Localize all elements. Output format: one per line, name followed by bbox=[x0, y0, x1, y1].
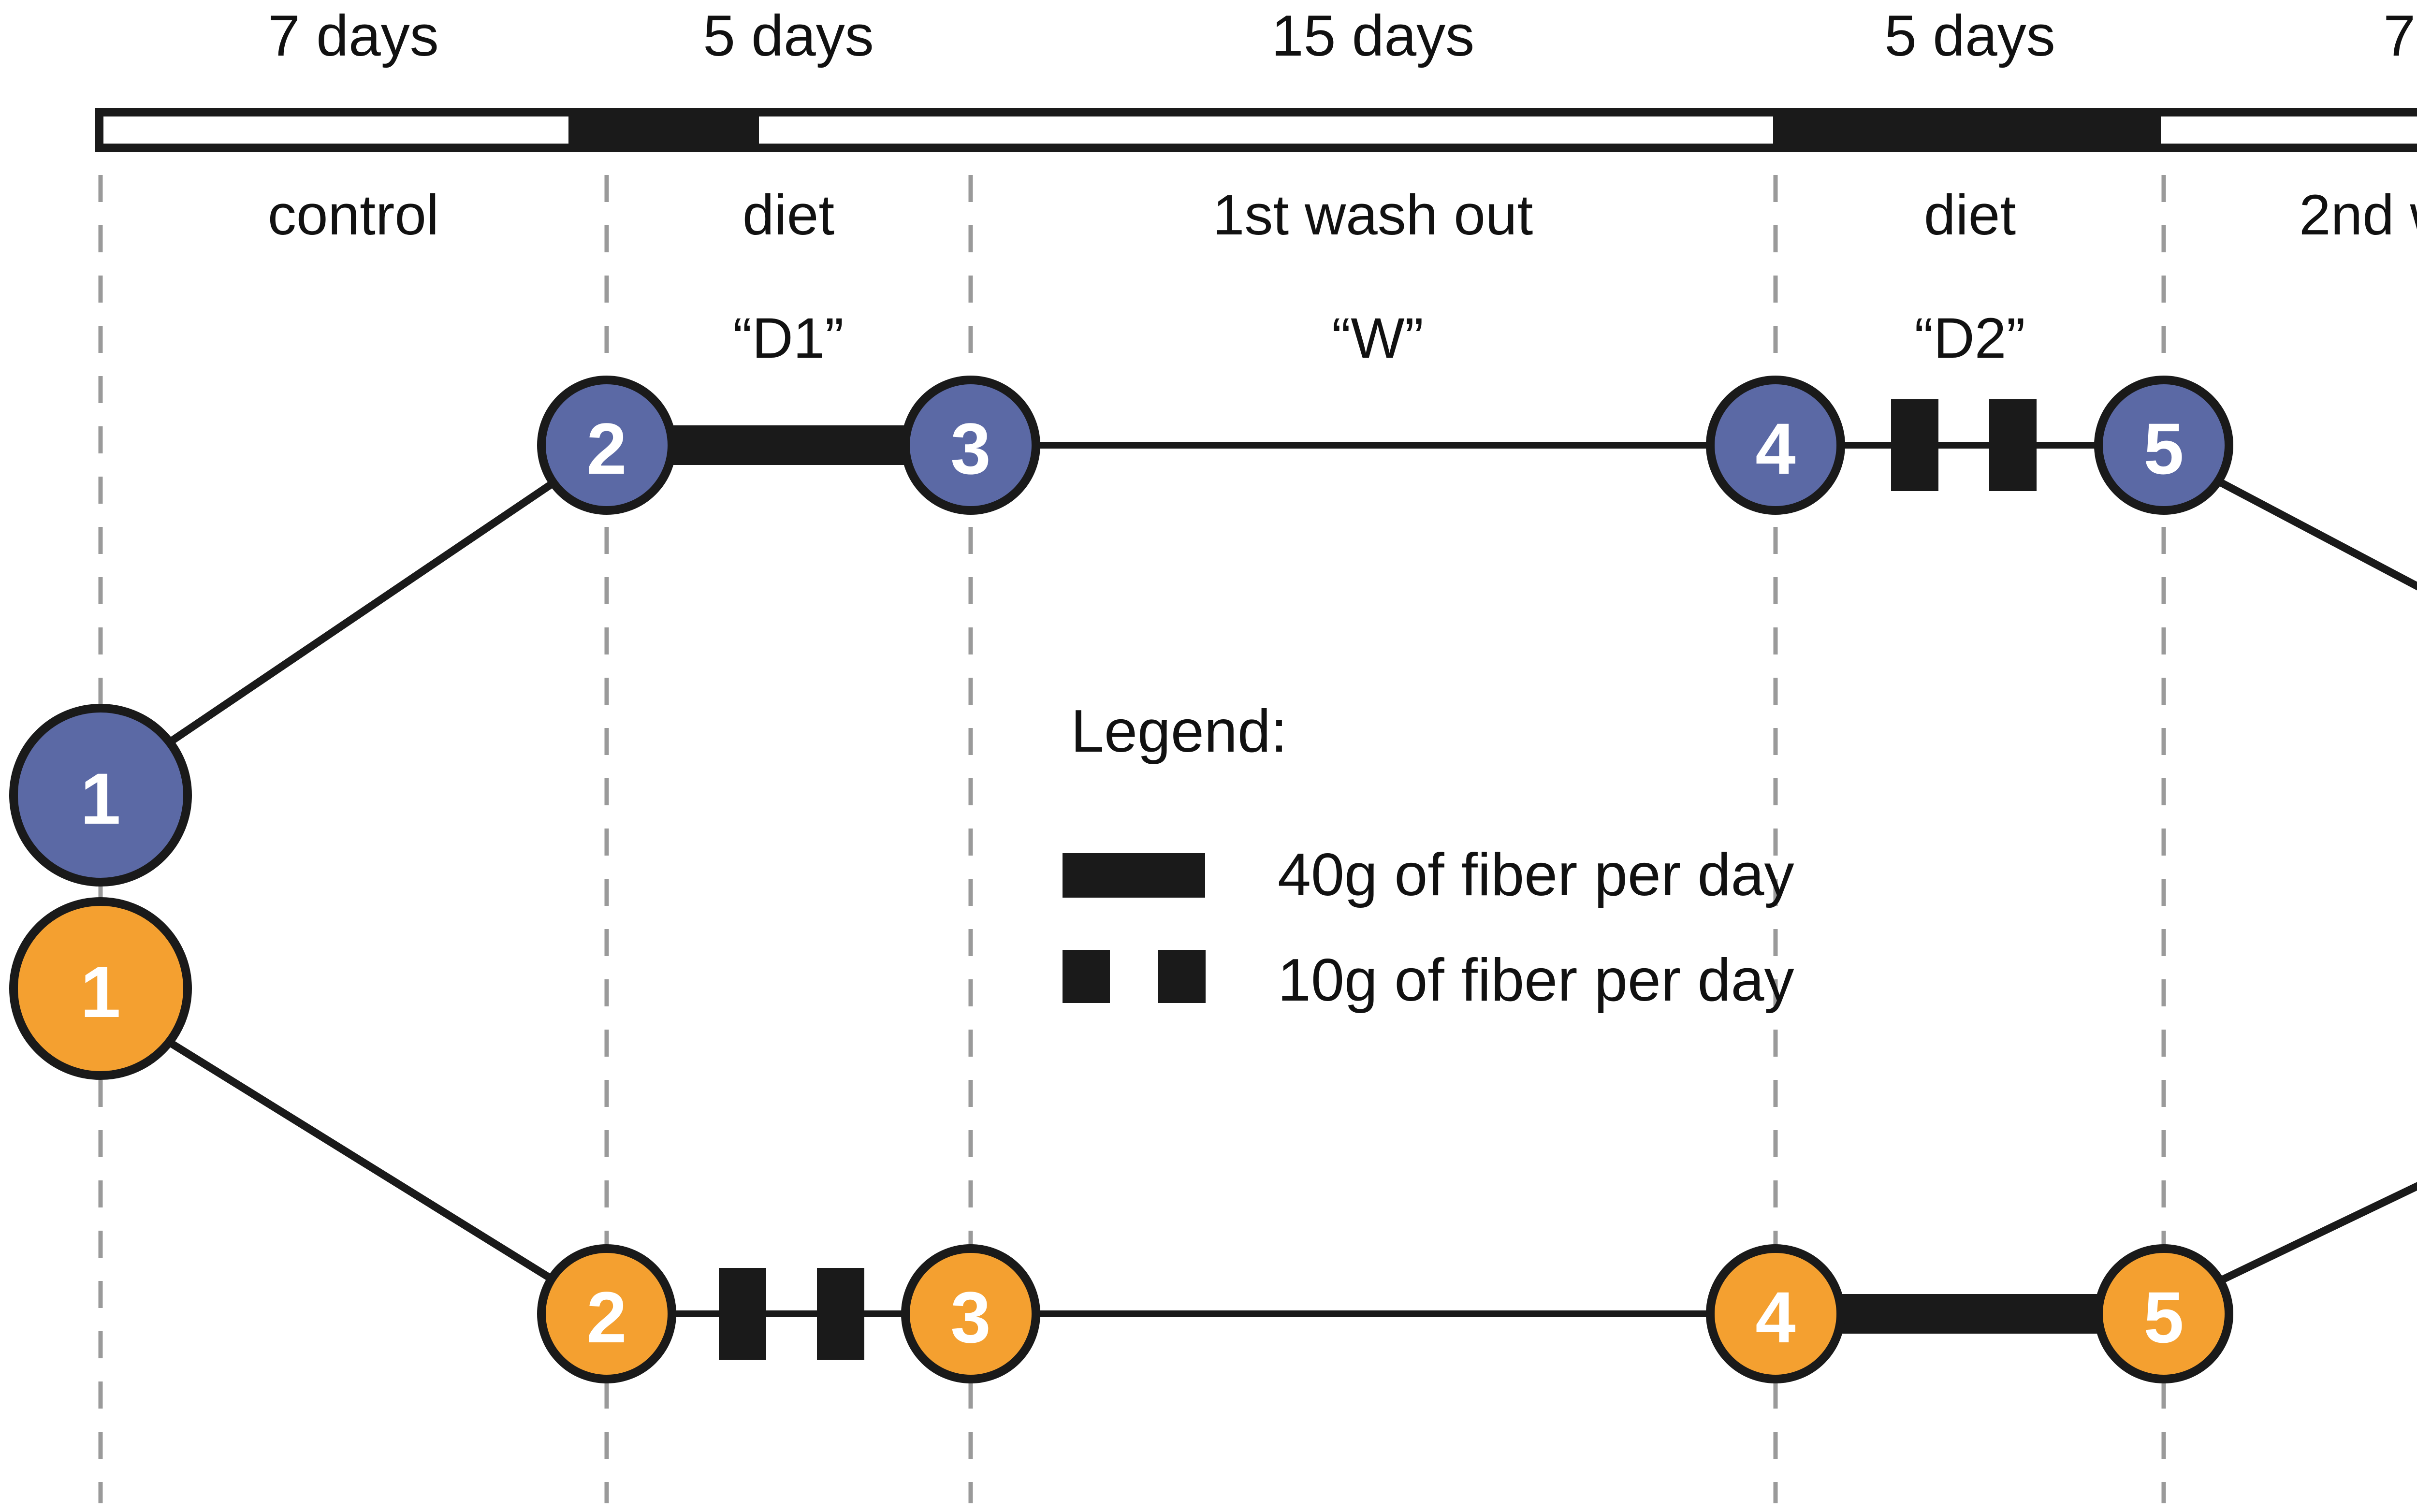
arm-a-link-4-5-block-1 bbox=[1891, 399, 1938, 491]
phase-label-diet-1: diet bbox=[743, 183, 834, 247]
phase-code-d2: “D2” bbox=[1914, 306, 2025, 370]
node-circle[interactable] bbox=[537, 376, 676, 515]
legend-swatch-thick-bar bbox=[1063, 853, 1205, 898]
node-arm-a-visit-4[interactable]: 4 bbox=[1706, 376, 1845, 515]
phase-code-labels: “D1” “W” “D2” bbox=[733, 306, 2025, 370]
node-arm-b-visit-2[interactable]: 2 bbox=[537, 1244, 676, 1383]
phase-labels: control diet 1st wash out diet 2nd wash … bbox=[268, 183, 2417, 247]
node-circle[interactable] bbox=[2094, 1244, 2233, 1383]
node-label: 4 bbox=[1755, 1277, 1795, 1358]
legend-label-40g: 40g of fiber per day bbox=[1278, 842, 1794, 908]
legend-item-10g: 10g of fiber per day bbox=[1063, 947, 1794, 1014]
phase-code-w: “W” bbox=[1332, 306, 1424, 370]
duration-label-p4: 5 days bbox=[1884, 3, 2055, 68]
node-arm-a-visit-1[interactable]: 1 bbox=[9, 704, 192, 887]
legend-title: Legend: bbox=[1071, 698, 1287, 765]
node-circle[interactable] bbox=[1706, 376, 1845, 515]
phase-code-d1: “D1” bbox=[733, 306, 844, 370]
node-arm-a-visit-5[interactable]: 5 bbox=[2094, 376, 2233, 515]
arm-a-link-4-5-block-2 bbox=[1989, 399, 2037, 491]
timeline-segment-diet-1 bbox=[568, 112, 759, 148]
node-arm-b-visit-3[interactable]: 3 bbox=[901, 1244, 1040, 1383]
legend-swatch-dashed-block-1 bbox=[1063, 950, 1110, 1003]
arm-b-link-4-5-thick bbox=[1812, 1294, 2104, 1334]
node-label: 4 bbox=[1755, 408, 1795, 489]
node-circle[interactable] bbox=[2094, 376, 2233, 515]
arm-b-link-1-2 bbox=[143, 1024, 573, 1294]
arm-b-path bbox=[143, 1024, 2417, 1360]
node-circle[interactable] bbox=[537, 1244, 676, 1383]
node-label: 3 bbox=[950, 408, 990, 489]
duration-label-p2: 5 days bbox=[703, 3, 874, 68]
node-label: 5 bbox=[2143, 408, 2184, 489]
duration-label-p5: 7 days bbox=[2383, 3, 2417, 68]
arm-b-link-5-6 bbox=[2198, 1182, 2417, 1294]
legend-label-10g: 10g of fiber per day bbox=[1278, 947, 1794, 1014]
phase-label-diet-2: diet bbox=[1924, 183, 2016, 247]
node-label: 5 bbox=[2143, 1277, 2184, 1358]
node-circle[interactable] bbox=[901, 1244, 1040, 1383]
node-circle[interactable] bbox=[9, 897, 192, 1080]
node-circle[interactable] bbox=[901, 376, 1040, 515]
legend: Legend: 40g of fiber per day 10g of fibe… bbox=[1063, 698, 1794, 1014]
timeline-bar bbox=[95, 108, 2417, 152]
arm-a-path bbox=[143, 399, 2417, 762]
arm-a-link-1-2 bbox=[143, 468, 573, 762]
node-circle[interactable] bbox=[9, 704, 192, 887]
node-arm-a-visit-2[interactable]: 2 bbox=[537, 376, 676, 515]
legend-swatch-dashed-block-2 bbox=[1158, 950, 1206, 1003]
node-label: 3 bbox=[950, 1277, 990, 1358]
node-arm-b-visit-4[interactable]: 4 bbox=[1706, 1244, 1845, 1383]
duration-label-p3: 15 days bbox=[1271, 3, 1474, 68]
node-label: 2 bbox=[586, 1277, 626, 1358]
phase-label-washout-2: 2nd wash out bbox=[2299, 183, 2417, 247]
node-arm-b-visit-1[interactable]: 1 bbox=[9, 897, 192, 1080]
duration-label-p1: 7 days bbox=[268, 3, 439, 68]
arm-a-link-5-6 bbox=[2198, 467, 2417, 591]
node-arm-b-visit-5[interactable]: 5 bbox=[2094, 1244, 2233, 1383]
arm-b-link-2-3-block-2 bbox=[817, 1268, 864, 1360]
node-label: 1 bbox=[80, 951, 120, 1032]
phase-label-control: control bbox=[268, 183, 439, 247]
node-arm-a-visit-3[interactable]: 3 bbox=[901, 376, 1040, 515]
node-label: 2 bbox=[586, 408, 626, 489]
node-label: 1 bbox=[80, 758, 120, 839]
timeline-segment-diet-2 bbox=[1773, 112, 2161, 148]
duration-labels: 7 days 5 days 15 days 5 days 7 days bbox=[268, 3, 2417, 68]
legend-item-40g: 40g of fiber per day bbox=[1063, 842, 1794, 908]
node-circle[interactable] bbox=[1706, 1244, 1845, 1383]
arm-a-link-2-3-thick bbox=[643, 425, 933, 465]
phase-label-washout-1: 1st wash out bbox=[1213, 183, 1533, 247]
arm-b-link-2-3-block-1 bbox=[719, 1268, 766, 1360]
